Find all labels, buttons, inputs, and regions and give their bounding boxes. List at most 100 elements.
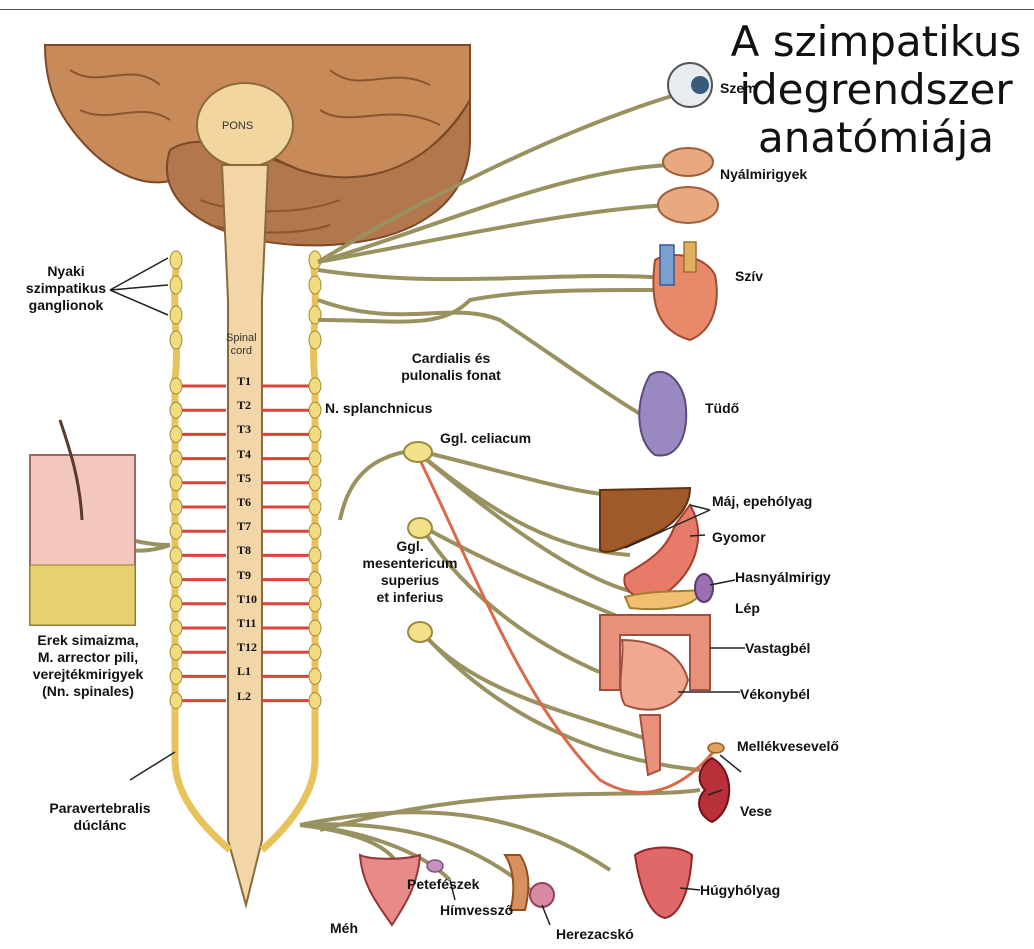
right-sympathetic-chain [262, 255, 315, 850]
segment-label: T2 [237, 398, 251, 413]
label-mesentericum: Ggl. mesentericum superius et inferius [355, 538, 465, 606]
chain-ganglion [309, 668, 321, 684]
label-gyomor: Gyomor [712, 529, 766, 546]
chain-ganglion [309, 523, 321, 539]
cervical-ganglion [170, 331, 182, 349]
segment-label: T11 [237, 616, 256, 631]
chain-ganglion [170, 547, 182, 563]
chain-ganglion [170, 620, 182, 636]
label-himvesszo: Hímvessző [440, 902, 513, 919]
spleen-icon [695, 574, 713, 602]
chain-ganglion [309, 596, 321, 612]
label-meh: Méh [330, 920, 358, 937]
adrenal-icon [708, 743, 724, 753]
chain-ganglion [309, 693, 321, 709]
chain-ganglion [309, 547, 321, 563]
label-sziv: Szív [735, 268, 763, 285]
segment-label: T7 [237, 519, 251, 534]
label-mesentericum-line-3: superius [355, 572, 465, 589]
label-erek-line-4: (Nn. spinales) [18, 683, 158, 700]
segment-label: T1 [237, 374, 251, 389]
chain-ganglion [170, 523, 182, 539]
label-nyaki-line-2: szimpatikus [22, 280, 110, 297]
chain-ganglion [309, 620, 321, 636]
label-hasnyalmirigy: Hasnyálmirigy [735, 569, 831, 586]
chain-ganglion [309, 475, 321, 491]
chain-ganglion [170, 451, 182, 467]
chain-ganglion [170, 378, 182, 394]
segment-label: T9 [237, 568, 251, 583]
bladder-icon [635, 848, 692, 919]
label-nyaki-line-3: ganglionok [22, 297, 110, 314]
label-tudo: Tüdő [705, 400, 739, 417]
segment-label: T8 [237, 543, 251, 558]
chain-ganglion [309, 402, 321, 418]
pons-label: PONS [222, 118, 253, 135]
cervical-ganglion [309, 276, 321, 294]
label-mellekvese: Mellékvesevelő [737, 738, 839, 755]
label-nyalmirigyek: Nyálmirigyek [720, 166, 807, 183]
segment-label: T3 [237, 422, 251, 437]
cervical-ganglion [170, 276, 182, 294]
cervical-ganglion [170, 251, 182, 269]
label-splanchnicus: N. splanchnicus [325, 400, 432, 417]
label-nyaki: Nyaki szimpatikus ganglionok [22, 263, 110, 314]
left-sympathetic-chain [175, 255, 230, 850]
label-cardialis: Cardialis és pulonalis fonat [396, 350, 506, 384]
label-nyaki-line-1: Nyaki [22, 263, 110, 280]
chain-ganglion [309, 499, 321, 515]
kidney-icon [699, 758, 729, 822]
label-lep: Lép [735, 600, 760, 617]
label-paravertebralis-line-1: Paravertebralis [40, 800, 160, 817]
lung-icon [639, 372, 686, 456]
label-szem: Szem [720, 80, 757, 97]
label-vekonybel: Vékonybél [740, 686, 810, 703]
chain-ganglion [170, 596, 182, 612]
chain-ganglion [170, 475, 182, 491]
segment-label: L2 [237, 689, 251, 704]
segment-label: T6 [237, 495, 251, 510]
segment-label: L1 [237, 664, 251, 679]
chain-ganglion [309, 451, 321, 467]
spinal-cord-label-line-2: cord [226, 345, 257, 358]
label-maj: Máj, epehólyag [712, 493, 812, 510]
chain-ganglion [170, 572, 182, 588]
heart-icon [653, 242, 716, 340]
cervical-ganglion [170, 306, 182, 324]
ovary-icon [427, 860, 443, 872]
segment-label: T10 [237, 592, 257, 607]
label-vastagbel: Vastagbél [745, 640, 810, 657]
label-mesentericum-line-1: Ggl. [355, 538, 465, 555]
segment-label: T5 [237, 471, 251, 486]
spinal-cord [222, 165, 268, 905]
label-erek-line-1: Erek simaizma, [18, 632, 158, 649]
salivary-glands-icon [658, 148, 718, 223]
label-mesentericum-line-4: et inferius [355, 589, 465, 606]
eye-icon [668, 63, 712, 107]
label-hugyholyag: Húgyhólyag [700, 882, 780, 899]
label-cardialis-line-2: pulonalis fonat [396, 367, 506, 384]
chain-ganglion [309, 378, 321, 394]
chain-ganglion [170, 693, 182, 709]
label-coeliacum: Ggl. celiacum [440, 430, 531, 447]
chain-ganglion [170, 402, 182, 418]
label-mesentericum-line-2: mesentericum [355, 555, 465, 572]
chain-ganglion [309, 572, 321, 588]
label-paravertebralis-line-2: dúclánc [40, 817, 160, 834]
label-herezacsko: Herezacskó [556, 926, 634, 943]
spinal-cord-label: Spinal cord [226, 332, 257, 358]
label-cardialis-line-1: Cardialis és [396, 350, 506, 367]
cervical-ganglion [309, 331, 321, 349]
chain-ganglion [309, 426, 321, 442]
inferior-mesenteric-ganglion [408, 622, 432, 642]
chain-ganglion [309, 644, 321, 660]
chain-ganglion [170, 668, 182, 684]
label-petefeszek: Petefészek [407, 876, 479, 893]
label-vese: Vese [740, 803, 772, 820]
segment-label: T12 [237, 640, 257, 655]
celiac-ganglion [404, 442, 432, 462]
label-paravertebralis: Paravertebralis dúclánc [40, 800, 160, 834]
segment-label: T4 [237, 447, 251, 462]
chain-ganglion [170, 499, 182, 515]
label-erek: Erek simaizma, M. arrector pili, verejté… [18, 632, 158, 700]
